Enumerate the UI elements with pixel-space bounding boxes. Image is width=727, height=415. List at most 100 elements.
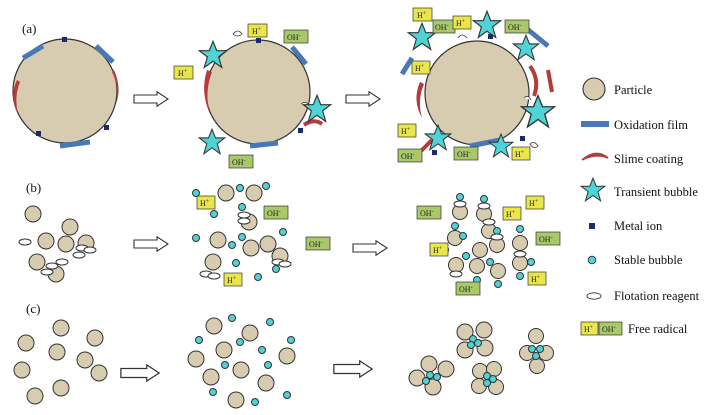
free-radical-h: H+ bbox=[247, 23, 268, 38]
stable-bubble-icon bbox=[587, 255, 597, 265]
arrow-b-1 bbox=[133, 236, 169, 252]
free-radical-oh: OH- bbox=[397, 148, 423, 163]
slime-coating-icon bbox=[581, 152, 609, 161]
svg-text:H+: H+ bbox=[506, 210, 516, 219]
transient-bubble-icon bbox=[580, 177, 606, 202]
row-b-stage-3 bbox=[441, 193, 535, 288]
particle-icon bbox=[582, 77, 606, 101]
particle-cluster-3 bbox=[408, 355, 455, 396]
free-radical-h: H+ bbox=[397, 123, 417, 138]
free-radical-oh: OH- bbox=[432, 19, 456, 34]
svg-text:H+: H+ bbox=[178, 69, 188, 78]
free-radical-oh: OH- bbox=[416, 205, 442, 220]
legend-label-free-radical: Free radical bbox=[628, 322, 688, 336]
legend-item-slime-coating: Slime coating bbox=[581, 152, 684, 166]
transient-bubble-icon bbox=[472, 10, 502, 39]
arrow-b-2 bbox=[352, 240, 388, 256]
legend-item-stable-bubble: Stable bubble bbox=[587, 253, 683, 267]
panel-label-b: (b) bbox=[26, 180, 41, 195]
flotation-reagent-icon bbox=[586, 292, 602, 300]
row-c-stage-2 bbox=[187, 314, 296, 409]
svg-text:OH-: OH- bbox=[435, 23, 449, 32]
free-radical-h: H+ bbox=[412, 7, 433, 22]
svg-text:H+: H+ bbox=[433, 246, 443, 255]
legend-label-slime-coating: Slime coating bbox=[614, 152, 684, 166]
svg-text:OH-: OH- bbox=[309, 240, 323, 249]
svg-text:H+: H+ bbox=[252, 27, 262, 36]
arrow-c-1 bbox=[120, 364, 160, 382]
legend-item-oxidation-film: Oxidation film bbox=[581, 118, 688, 132]
particle-cluster-4 bbox=[471, 361, 504, 395]
svg-text:H+: H+ bbox=[584, 325, 594, 334]
free-radical-oh: OH- bbox=[455, 281, 481, 296]
svg-text:H+: H+ bbox=[401, 127, 411, 136]
particle-cluster-1 bbox=[456, 321, 494, 359]
svg-text:OH-: OH- bbox=[457, 150, 471, 159]
svg-text:H+: H+ bbox=[417, 11, 427, 20]
particle-cluster-2 bbox=[519, 328, 554, 374]
free-radical-h: H+ bbox=[223, 272, 243, 287]
arrow-c-2 bbox=[333, 360, 373, 378]
panel-label-a: (a) bbox=[22, 21, 36, 36]
svg-text:H+: H+ bbox=[529, 199, 539, 208]
row-c-stage-3 bbox=[408, 321, 554, 396]
legend: Particle Oxidation film Slime coating Tr… bbox=[580, 77, 700, 336]
free-radical-oh: OH- bbox=[305, 236, 331, 251]
legend-label-stable-bubble: Stable bubble bbox=[614, 253, 683, 267]
transient-bubble-icon bbox=[198, 128, 226, 155]
free-radical-h: H+ bbox=[502, 206, 522, 221]
row-a-particle-1 bbox=[12, 37, 119, 149]
legend-item-transient-bubble: Transient bubble bbox=[580, 177, 698, 202]
legend-label-metal-ion: Metal ion bbox=[614, 219, 663, 233]
svg-text:H+: H+ bbox=[200, 199, 210, 208]
svg-text:OH-: OH- bbox=[401, 152, 415, 161]
transient-bubble-icon bbox=[407, 22, 437, 51]
row-c-stage-1 bbox=[13, 319, 108, 405]
panel-label-c: (c) bbox=[26, 301, 40, 316]
free-radical-h: H+ bbox=[580, 321, 599, 336]
free-radical-h: H+ bbox=[511, 146, 531, 161]
free-radical-h: H+ bbox=[525, 195, 545, 210]
svg-text:H+: H+ bbox=[415, 64, 425, 73]
free-radical-h: H+ bbox=[452, 15, 472, 30]
free-radical-h: H+ bbox=[196, 195, 216, 210]
free-radical-h: H+ bbox=[411, 60, 431, 75]
legend-label-flotation-reagent: Flotation reagent bbox=[614, 289, 700, 303]
metal-ion-icon bbox=[589, 223, 595, 229]
arrow-a-1 bbox=[133, 91, 169, 107]
free-radical-oh: OH- bbox=[504, 19, 530, 34]
svg-text:OH-: OH- bbox=[508, 23, 522, 32]
svg-text:H+: H+ bbox=[456, 19, 466, 28]
free-radical-h: H+ bbox=[173, 65, 194, 80]
oxidation-film-icon bbox=[581, 121, 609, 127]
free-radical-h: H+ bbox=[527, 271, 547, 286]
row-b-stage-1 bbox=[18, 205, 97, 283]
arrow-a-2 bbox=[345, 91, 381, 107]
svg-text:H+: H+ bbox=[227, 276, 237, 285]
svg-text:OH-: OH- bbox=[602, 325, 616, 334]
free-radical-oh: OH- bbox=[263, 205, 289, 220]
free-radical-oh: OH- bbox=[453, 146, 479, 161]
transient-bubble-icon bbox=[512, 34, 540, 61]
free-radical-oh: OH- bbox=[598, 321, 623, 336]
legend-label-oxidation-film: Oxidation film bbox=[614, 118, 688, 132]
svg-text:OH-: OH- bbox=[267, 209, 281, 218]
svg-text:OH-: OH- bbox=[539, 235, 553, 244]
svg-text:H+: H+ bbox=[531, 275, 541, 284]
free-radical-oh: OH- bbox=[535, 231, 561, 246]
legend-item-free-radical: H+ OH- Free radical bbox=[580, 321, 688, 336]
legend-item-particle: Particle bbox=[582, 77, 653, 101]
legend-label-transient-bubble: Transient bubble bbox=[614, 185, 698, 199]
legend-label-particle: Particle bbox=[614, 83, 653, 97]
legend-item-metal-ion: Metal ion bbox=[589, 219, 663, 233]
free-radical-oh: OH- bbox=[228, 154, 254, 169]
svg-text:OH-: OH- bbox=[232, 158, 246, 167]
free-radical-oh: OH- bbox=[283, 29, 309, 44]
svg-text:OH-: OH- bbox=[459, 285, 473, 294]
svg-text:OH-: OH- bbox=[287, 33, 301, 42]
svg-text:OH-: OH- bbox=[420, 209, 434, 218]
free-radical-h: H+ bbox=[429, 242, 449, 257]
row-a-particle-2 bbox=[204, 30, 324, 149]
legend-item-flotation-reagent: Flotation reagent bbox=[586, 289, 700, 303]
